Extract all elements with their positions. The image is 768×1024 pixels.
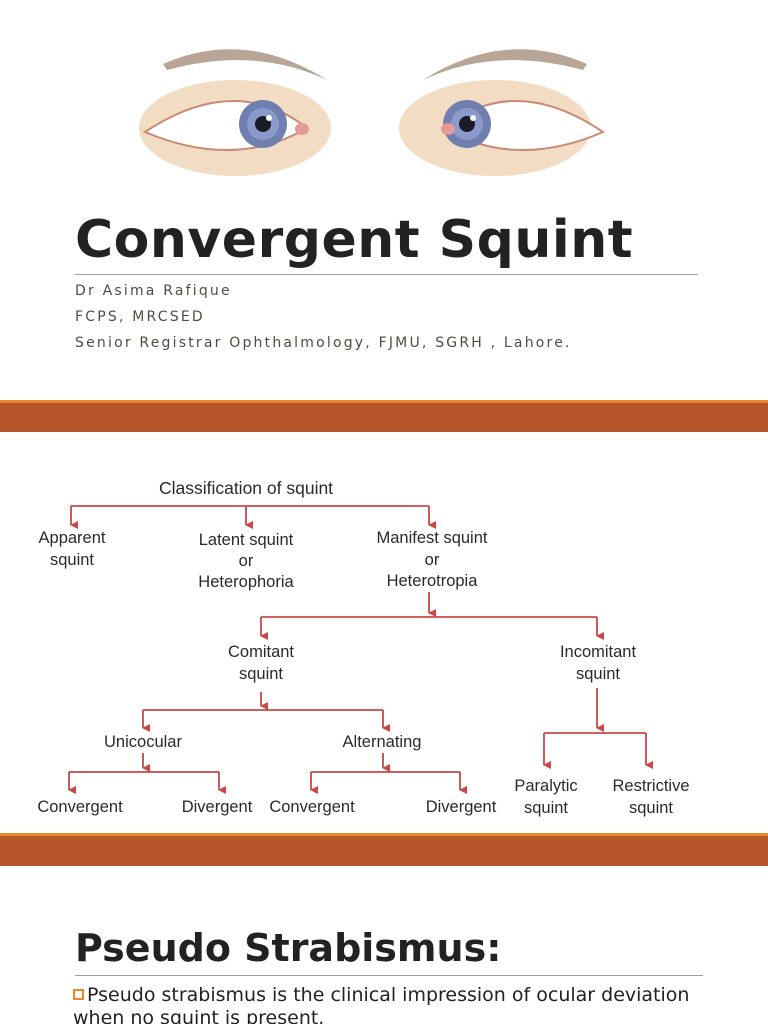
node-latent-l1: Latent squint: [199, 531, 294, 549]
slide-separator: [0, 400, 768, 434]
node-incomitant-l1: Incomitant: [560, 643, 637, 661]
classification-diagram: Classification of squint Apparent squint…: [0, 432, 768, 833]
author-position: Senior Registrar Ophthalmology, FJMU, SG…: [75, 335, 572, 351]
node-restrictive-l1: Restrictive: [612, 777, 689, 795]
slide-separator: [0, 833, 768, 867]
node-incomitant-l2: squint: [576, 665, 620, 683]
node-convergent-unicocular: Convergent: [37, 798, 123, 816]
author-name: Dr Asima Rafique: [75, 283, 232, 299]
classification-slide: Classification of squint Apparent squint…: [0, 432, 768, 833]
node-convergent-alternating: Convergent: [269, 798, 355, 816]
slide-title: Convergent Squint: [75, 210, 633, 270]
bullet-item: Pseudo strabismus is the clinical impres…: [73, 984, 713, 1024]
title-divider: [75, 274, 698, 275]
node-restrictive-l2: squint: [629, 799, 673, 817]
node-comitant-l2: squint: [239, 665, 283, 683]
author-qualifications: FCPS, MRCSED: [75, 309, 205, 325]
heading-divider: [75, 975, 703, 976]
node-latent-l3: Heterophoria: [198, 573, 294, 591]
node-alternating: Alternating: [343, 733, 422, 751]
node-apparent-l1: Apparent: [39, 529, 106, 547]
slide-heading: Pseudo Strabismus:: [75, 926, 501, 970]
node-manifest-l3: Heterotropia: [387, 572, 479, 590]
node-unicocular: Unicocular: [104, 733, 182, 751]
node-manifest-l2: or: [425, 551, 440, 569]
node-comitant-l1: Comitant: [228, 643, 294, 661]
node-latent-l2: or: [239, 552, 254, 570]
node-apparent-l2: squint: [50, 551, 94, 569]
node-paralytic-l2: squint: [524, 799, 568, 817]
node-manifest-l1: Manifest squint: [377, 529, 488, 547]
title-slide: Convergent Squint Dr Asima Rafique FCPS,…: [0, 0, 768, 400]
bullet-text: Pseudo strabismus is the clinical impres…: [73, 984, 689, 1024]
eyes-illustration: [95, 28, 655, 190]
diagram-title: Classification of squint: [159, 478, 333, 498]
checkbox-bullet-icon: [73, 989, 84, 1000]
node-paralytic-l1: Paralytic: [514, 777, 577, 795]
node-divergent-alternating: Divergent: [426, 798, 497, 816]
pseudo-strabismus-slide: Pseudo Strabismus: Pseudo strabismus is …: [0, 866, 768, 1024]
node-divergent-unicocular: Divergent: [182, 798, 253, 816]
